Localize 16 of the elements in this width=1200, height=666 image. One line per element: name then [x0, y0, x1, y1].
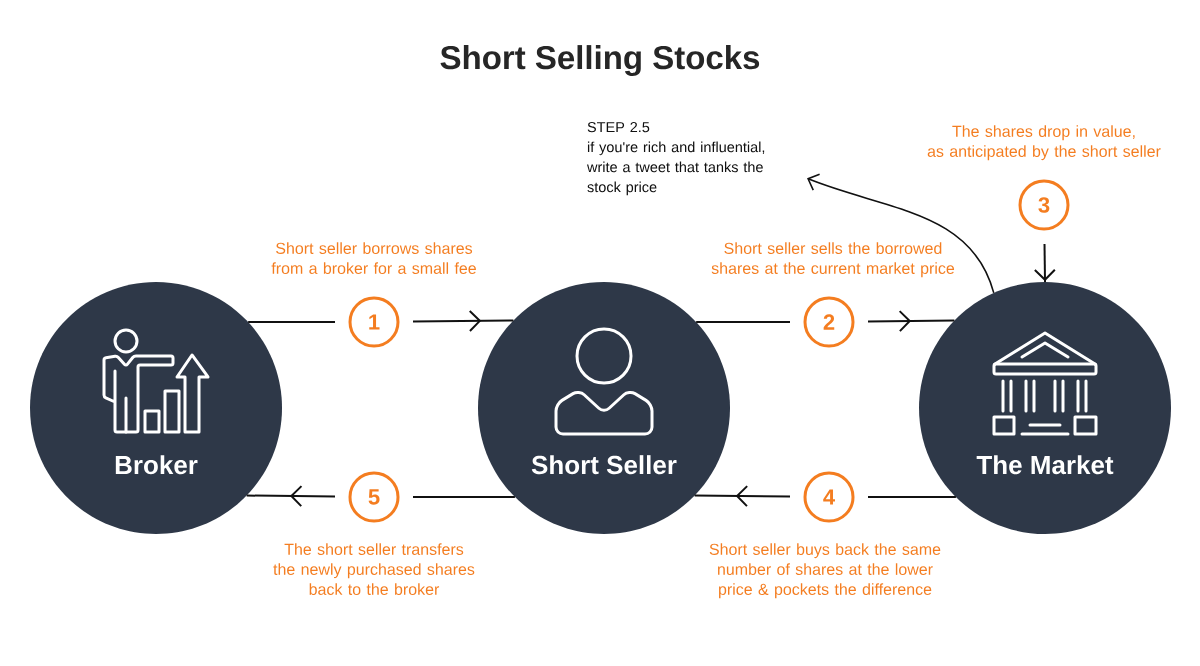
step-caption: Short seller sells the borrowed shares at the current market price [711, 242, 955, 278]
step-caption: Short seller buys back the same number of shares at the lower price & pockets the difference [709, 543, 941, 599]
annotation-text: STEP 2.5 if you're rich and influential, write a tweet that tanks the stock price [587, 122, 765, 196]
title: Short Selling Stocks [440, 45, 760, 76]
connector-line [247, 321, 336, 324]
circle-node: Broker [30, 282, 282, 534]
circle-node: Short Seller [478, 282, 730, 534]
connector-line [867, 496, 957, 499]
connector-line [695, 321, 791, 324]
circle-node: The Market [919, 282, 1171, 534]
step-caption: Short seller borrows shares from a broker for a small fee [271, 242, 476, 274]
curved-arrow [807, 173, 995, 294]
arrow [1033, 243, 1056, 283]
step-caption: The shares drop in value, as anticipated by the short seller [927, 125, 1161, 161]
step-caption: The short seller transfers the newly purchased shares back to the broker [273, 543, 475, 595]
connector-line [412, 496, 516, 499]
